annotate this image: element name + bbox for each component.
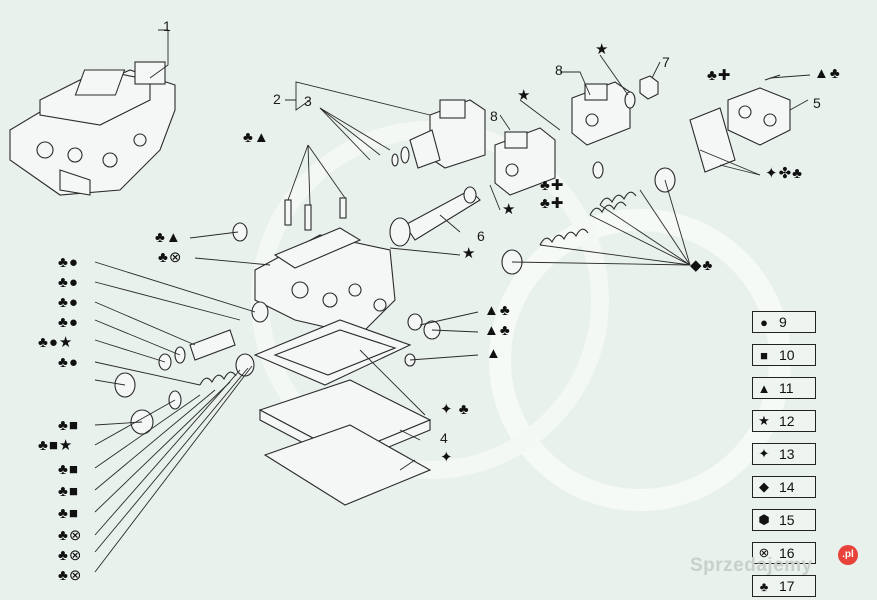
legend-symbol: ◆ bbox=[759, 479, 769, 494]
left-list-item: ♣⊗ bbox=[58, 567, 83, 584]
symbol-cover-top: ♣✚ bbox=[707, 67, 732, 84]
solenoid-part-2 bbox=[391, 99, 486, 169]
legend-row: ⬢ 15 bbox=[752, 509, 816, 531]
left-list-item: ♣● bbox=[58, 314, 79, 331]
symbol-star-upper: ★ bbox=[517, 87, 532, 104]
left-list-item: ♣⊗ bbox=[58, 527, 83, 544]
legend-row: ◆ 14 bbox=[752, 476, 816, 498]
callout-5: 5 bbox=[813, 95, 821, 111]
legend-symbol: ♣ bbox=[759, 578, 769, 594]
legend-symbol: ⬢ bbox=[758, 512, 770, 527]
legend-number: 13 bbox=[779, 446, 795, 462]
legend-row: ▲ 11 bbox=[752, 377, 816, 399]
symbol-top-club-triangle: ♣▲ bbox=[243, 129, 270, 146]
legend-symbol: ● bbox=[760, 314, 768, 330]
callout-4: 4 bbox=[440, 430, 448, 446]
symbol-club-mid: ♣✚ bbox=[540, 177, 565, 194]
symbol-left-club-triangle: ♣▲ bbox=[155, 229, 182, 246]
left-list-item: ♣■ bbox=[58, 483, 79, 500]
legend-row: ⊗ 16 bbox=[752, 542, 816, 564]
left-list-item: ♣■★ bbox=[38, 437, 74, 454]
legend-symbol: ★ bbox=[758, 413, 770, 428]
legend-symbol: ✦ bbox=[758, 446, 770, 461]
legend-symbol: ■ bbox=[760, 347, 768, 363]
left-list-item: ♣⊗ bbox=[58, 547, 83, 564]
legend-number: 16 bbox=[779, 545, 795, 561]
watermark-badge: .pl bbox=[838, 545, 858, 565]
symbol-star-club-low: ✦ ♣ bbox=[440, 401, 470, 418]
legend-row: ●9 bbox=[752, 311, 816, 333]
legend-number: 17 bbox=[779, 578, 795, 594]
callout-6: 6 bbox=[477, 228, 485, 244]
spring-set-right bbox=[539, 191, 637, 246]
legend-symbol: ⊗ bbox=[758, 545, 770, 560]
symbol-tri-single: ▲ bbox=[486, 345, 502, 362]
coil-part-8a bbox=[494, 127, 556, 196]
legend-number: 9 bbox=[779, 314, 787, 330]
symbol-star-low: ✦ bbox=[440, 449, 454, 466]
legend-number: 11 bbox=[779, 380, 794, 396]
left-list-item: ♣■ bbox=[58, 505, 79, 522]
left-list-item: ♣●★ bbox=[38, 334, 74, 351]
legend-symbol: ▲ bbox=[757, 380, 771, 396]
symbol-star-top: ★ bbox=[595, 41, 610, 58]
symbol-left-club-x: ♣⊗ bbox=[158, 249, 183, 266]
valve-assembly-part-1 bbox=[9, 61, 176, 196]
legend-number: 12 bbox=[779, 413, 795, 429]
left-list-item: ♣■ bbox=[58, 417, 79, 434]
callout-1: 1 bbox=[163, 18, 171, 34]
symbol-club-mid-2: ♣✚ bbox=[540, 195, 565, 212]
callout-8b: 8 bbox=[555, 62, 563, 78]
left-list-item: ♣● bbox=[58, 354, 79, 371]
symbol-tri-club-2: ▲♣ bbox=[484, 322, 511, 339]
callout-3: 3 bbox=[304, 93, 312, 109]
callout-7: 7 bbox=[662, 54, 670, 70]
callout-2: 2 bbox=[273, 91, 281, 107]
symbol-cross-club-pair: ✦✤♣ bbox=[765, 165, 803, 182]
cover-part-5 bbox=[689, 87, 791, 173]
leader-lines bbox=[94, 29, 811, 573]
spool-part-6 bbox=[389, 186, 481, 247]
legend-row: ★ 12 bbox=[752, 410, 816, 432]
legend-row: ♣ 17 bbox=[752, 575, 816, 597]
left-list-item: ♣● bbox=[58, 274, 79, 291]
left-list-item: ♣■ bbox=[58, 461, 79, 478]
callout-8a: 8 bbox=[490, 108, 498, 124]
watermark-text: Sprzedajemy bbox=[690, 555, 813, 576]
symbol-top-right: ▲♣ bbox=[814, 65, 841, 82]
coil-part-8b bbox=[571, 81, 631, 146]
gasket bbox=[253, 319, 412, 386]
legend-number: 15 bbox=[779, 512, 795, 528]
left-list-item: ♣● bbox=[58, 254, 79, 271]
nut-part-7 bbox=[639, 75, 659, 100]
symbol-star-near-6: ★ bbox=[462, 245, 477, 262]
plate-lower bbox=[263, 424, 432, 506]
legend-number: 10 bbox=[779, 347, 795, 363]
legend-number: 14 bbox=[779, 479, 795, 495]
legend-row: ■ 10 bbox=[752, 344, 816, 366]
symbol-spade-club: ◆♣ bbox=[690, 257, 714, 274]
left-list-item: ♣● bbox=[58, 294, 79, 311]
symbol-star-mid: ★ bbox=[502, 201, 517, 218]
symbol-tri-club-1: ▲♣ bbox=[484, 302, 511, 319]
legend-row: ✦ 13 bbox=[752, 443, 816, 465]
